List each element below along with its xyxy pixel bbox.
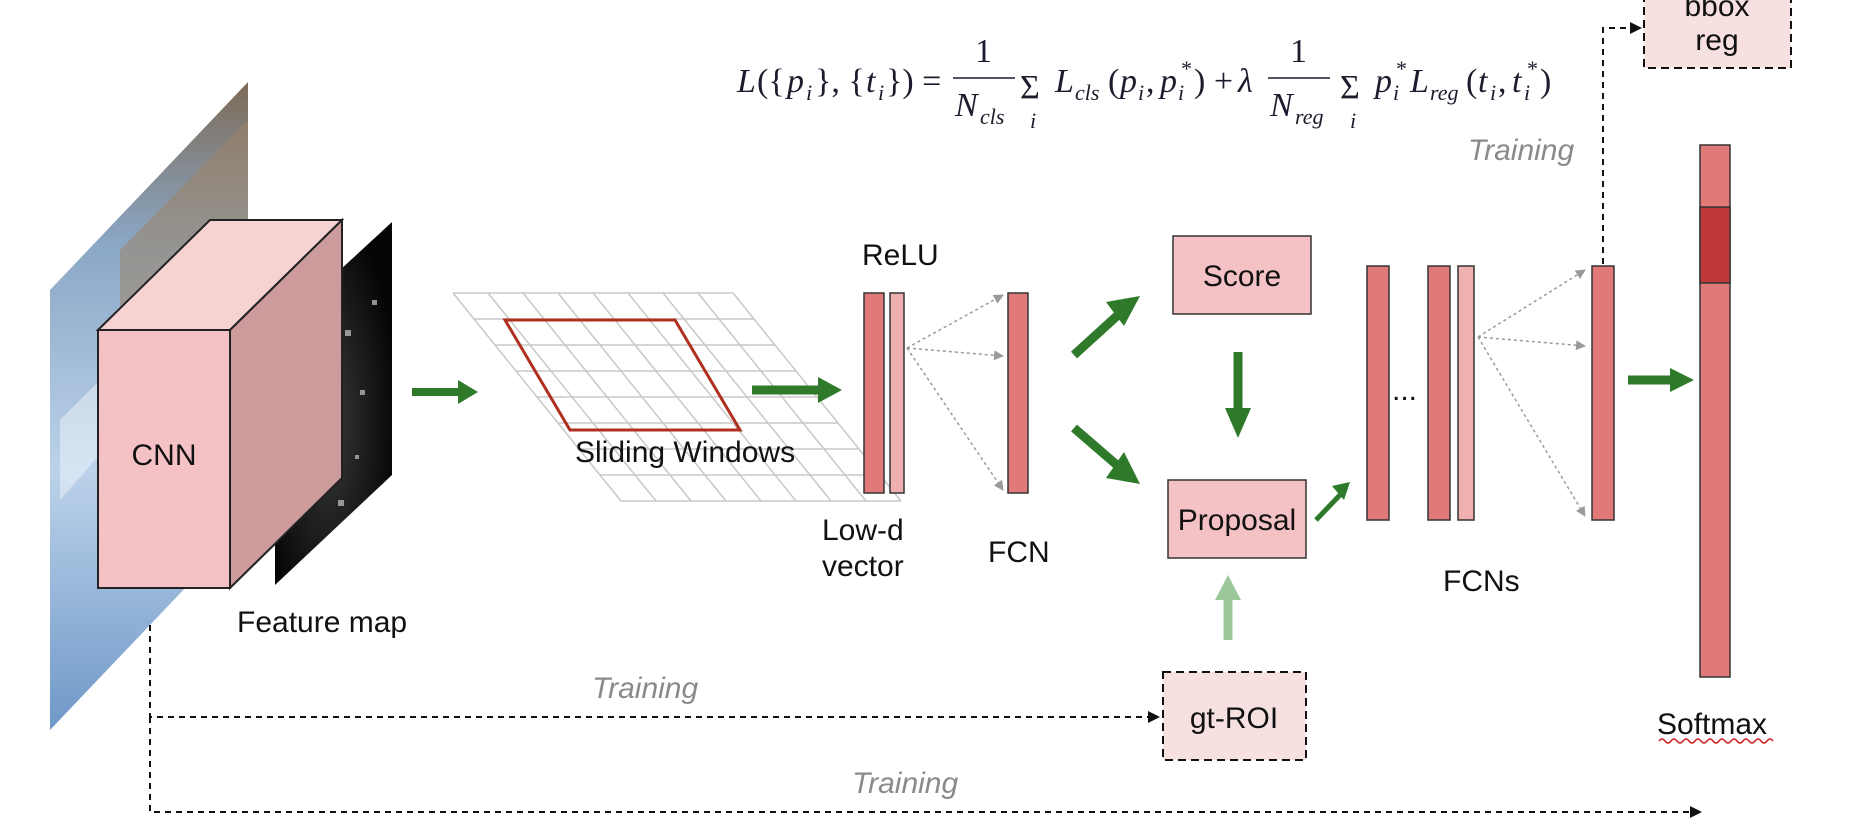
svg-text:): ) [1540,63,1551,100]
bbox-reg-box [1643,0,1792,69]
arrow-fcn-to-proposal [1071,424,1140,484]
training-label-bottom: Training [852,767,958,800]
arrow-to-softmax [1628,368,1694,392]
dotted-arrows-fcns-last [1477,269,1586,517]
svg-text:*: * [1526,56,1537,81]
arrow-gtroi-to-proposal [1215,575,1241,640]
low-d-vector-bar [863,292,885,494]
svg-text:p: p [785,63,804,100]
bbox-label-line1: bbox [1684,0,1749,23]
sliding-windows-label: Sliding Windows [575,436,795,469]
softmax-highlight [1699,206,1731,284]
svg-text:reg: reg [1295,104,1324,129]
arrow-proposal-to-fcns [1314,482,1350,522]
score-label: Score [1203,260,1281,293]
svg-text:L: L [736,63,756,100]
svg-text:i: i [806,80,812,105]
svg-text:L: L [1054,63,1074,100]
svg-text:cls: cls [1075,80,1099,105]
final-fcn-bar [1591,265,1615,521]
sliding-window [502,318,743,432]
svg-text:1: 1 [975,33,992,70]
svg-text:reg: reg [1430,80,1459,105]
svg-text:p: p [1118,63,1137,100]
svg-text:L: L [1409,63,1429,100]
low-d-label-line2: vector [822,550,904,583]
svg-text:cls: cls [980,104,1004,129]
svg-text:Σ: Σ [1340,69,1360,106]
gt-roi-box [1162,671,1307,761]
svg-text:t: t [1512,63,1523,100]
svg-text:Σ: Σ [1020,69,1040,106]
proposal-label: Proposal [1178,504,1296,537]
svg-text:p: p [1158,63,1177,100]
svg-text:,: , [1498,63,1507,100]
svg-text:(: ( [1466,63,1477,100]
dotted-arrows-lowd-fcn [906,294,1004,491]
svg-text:i: i [1138,80,1144,105]
svg-text:λ: λ [1237,63,1253,100]
svg-text:*: * [1180,56,1191,81]
svg-text:i: i [1524,80,1530,105]
softmax-label: Softmax [1657,708,1767,741]
fcns-bar-2 [1427,265,1451,521]
svg-text:(: ( [1108,63,1119,100]
fcn-label: FCN [988,536,1050,569]
bbox-label-line2: reg [1695,24,1738,57]
loss-equation: L ({ p i }, { t i }) = 1 N cls Σ i L cls… [736,33,1551,133]
arrow-fcn-to-score [1070,296,1140,359]
relu-label: ReLU [862,239,939,272]
svg-text:*: * [1395,56,1406,81]
training-label-mid: Training [592,672,698,705]
svg-text:i: i [878,80,884,105]
score-box [1172,235,1312,315]
fcns-bar-3 [1457,265,1475,521]
svg-text:1: 1 [1290,33,1307,70]
svg-text:}, {: }, { [815,63,865,100]
svg-text:) +: ) + [1194,63,1233,100]
cnn-label: CNN [132,439,197,472]
arrow-grid-to-lowd [752,377,842,403]
proposal-box [1167,479,1307,559]
feature-map-label: Feature map [237,606,407,639]
fcns-label: FCNs [1443,565,1520,598]
low-d-label-line1: Low-d [822,514,904,547]
softmax-spellcheck-underline [1658,738,1774,744]
svg-text:}) =: }) = [886,63,941,100]
svg-text:i: i [1350,108,1356,133]
fcn-bar [1007,292,1029,494]
relu-bar [889,292,905,494]
svg-text:p: p [1373,63,1392,100]
svg-text:,: , [1146,63,1155,100]
svg-text:({: ({ [757,63,785,100]
svg-text:N: N [954,87,980,124]
svg-text:i: i [1178,80,1184,105]
svg-text:t: t [1478,63,1489,100]
svg-text:i: i [1490,80,1496,105]
cnn-block: CNN [95,217,345,591]
svg-text:t: t [866,63,877,100]
arrow-cnn-to-grid [412,380,478,404]
fcns-bar-1 [1366,265,1390,521]
svg-text:i: i [1030,108,1036,133]
gt-roi-label: gt-ROI [1190,702,1278,735]
arrow-score-to-proposal [1225,352,1251,438]
training-label-top: Training [1468,134,1574,167]
training-arrow-bbox [1602,22,1642,264]
svg-text:N: N [1269,87,1295,124]
ellipsis-label: ... [1392,374,1417,407]
svg-text:i: i [1393,80,1399,105]
